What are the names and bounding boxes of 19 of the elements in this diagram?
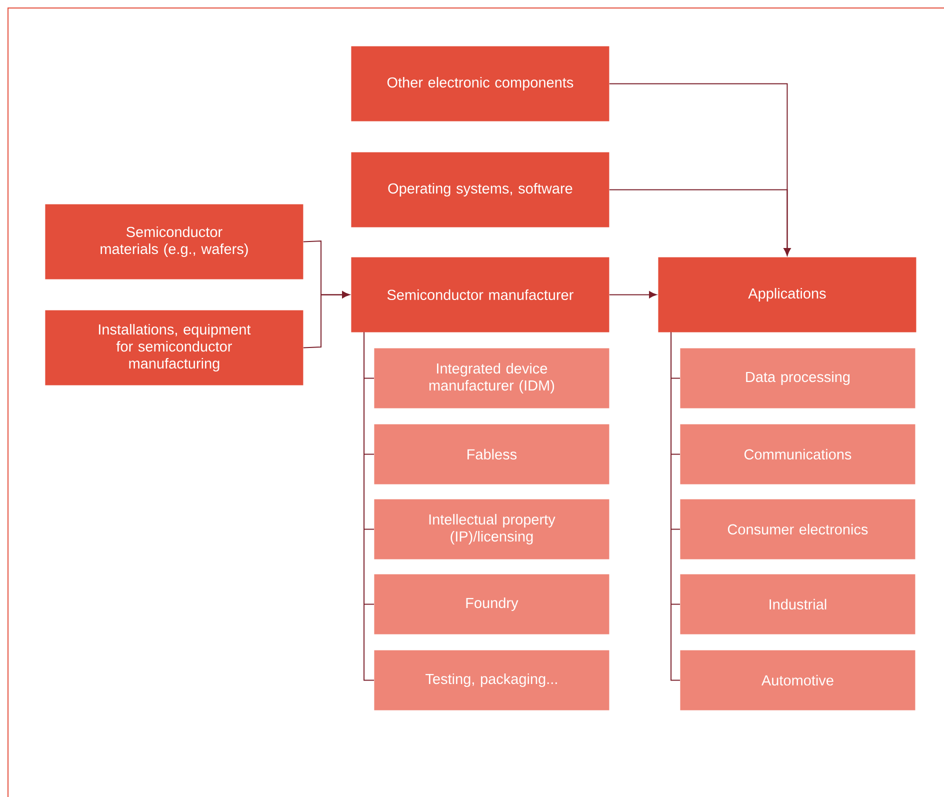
arrow [608, 189, 791, 256]
category-box: Automotive [680, 650, 916, 710]
category-box: Integrated device manufacturer (IDM) [374, 348, 610, 408]
category-box: Communications [680, 424, 916, 484]
category-box: Fabless [374, 424, 610, 484]
process-box: Other electronic components [351, 46, 610, 122]
process-box: Semiconductor materials (e.g., wafers) [45, 204, 304, 280]
category-box: Industrial [680, 574, 916, 634]
process-box: Semiconductor manufacturer [351, 257, 610, 332]
category-box: Consumer electronics [680, 499, 916, 560]
arrow [302, 291, 350, 348]
arrow [608, 291, 657, 298]
process-box: Installations, equipment for semiconductor manufacturing [45, 310, 304, 386]
category-box: Testing, packaging... [374, 650, 610, 710]
category-box: Data processing [680, 348, 916, 408]
process-box: Applications [658, 257, 916, 332]
category-box: Foundry [374, 574, 610, 634]
category-box: Intellectual property (IP)/licensing [374, 499, 610, 560]
process-box: Operating systems, software [351, 152, 610, 228]
